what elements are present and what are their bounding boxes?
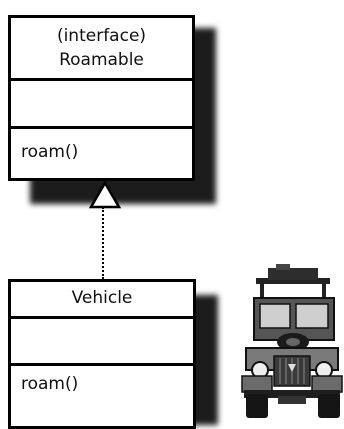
- roamable-stereotype: (interface): [56, 26, 147, 46]
- roamable-method: roam(): [21, 142, 79, 162]
- vehicle-attributes-compartment: [11, 319, 193, 366]
- realization-connector: [102, 207, 108, 279]
- vehicle-methods-compartment: roam(): [11, 366, 193, 426]
- vehicle-method: roam(): [21, 374, 79, 394]
- vehicle-name-compartment: Vehicle: [11, 282, 193, 319]
- realization-arrowhead: [88, 180, 122, 209]
- roamable-name-compartment: (interface) Roamable: [11, 18, 192, 81]
- roamable-methods-compartment: roam(): [11, 129, 192, 178]
- vehicle-photo: [241, 264, 343, 418]
- vehicle-class-box: Vehicle roam(): [8, 279, 196, 429]
- roamable-interface-box: (interface) Roamable roam(): [8, 15, 195, 181]
- vehicle-name: Vehicle: [71, 288, 133, 308]
- roamable-name: Roamable: [59, 50, 144, 70]
- roamable-attributes-compartment: [11, 81, 192, 129]
